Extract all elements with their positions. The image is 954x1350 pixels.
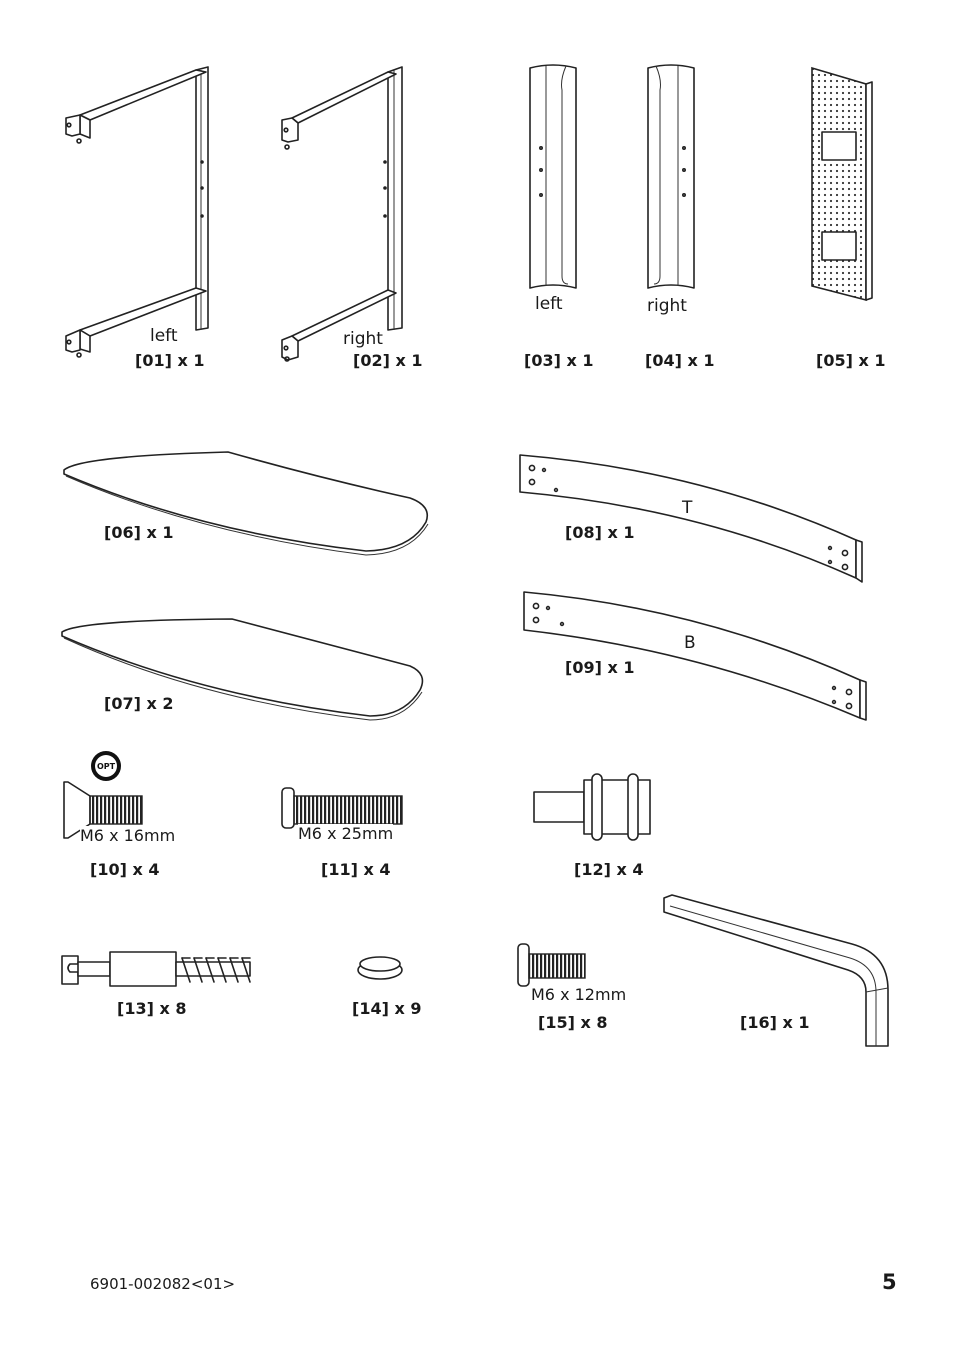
part-04-side-label: right <box>647 296 687 316</box>
part-10-spec: M6 x 16mm <box>80 826 176 845</box>
part-14-label: [14] x 9 <box>352 999 422 1018</box>
part-11-label: [11] x 4 <box>321 860 391 879</box>
part-03-left-cover <box>529 64 577 289</box>
part-02-side-label: right <box>343 329 383 349</box>
part-04-right-cover <box>647 64 695 289</box>
part-09-label: [09] x 1 <box>565 658 635 677</box>
part-12-label: [12] x 4 <box>574 860 644 879</box>
part-15-label: [15] x 8 <box>538 1013 608 1032</box>
part-08-mark: T <box>682 498 693 518</box>
part-08-curved-rail <box>519 454 863 583</box>
part-05-perforated-panel <box>811 66 873 302</box>
part-05-label: [05] x 1 <box>816 351 886 370</box>
optional-badge: OPT <box>91 751 121 781</box>
page-number: 5 <box>882 1270 897 1294</box>
part-09-mark: B <box>684 633 696 653</box>
part-16-label: [16] x 1 <box>740 1013 810 1032</box>
optional-badge-text: OPT <box>95 755 117 777</box>
part-14-cap <box>357 956 403 980</box>
part-10-label: [10] x 4 <box>90 860 160 879</box>
part-06-shelf <box>63 451 429 556</box>
part-06-label: [06] x 1 <box>104 523 174 542</box>
part-13-label: [13] x 8 <box>117 999 187 1018</box>
part-01-side-label: left <box>150 326 178 346</box>
part-07-shelf <box>61 618 424 721</box>
part-02-right-frame <box>281 66 403 362</box>
part-04-label: [04] x 1 <box>645 351 715 370</box>
document-code: 6901-002082<01> <box>90 1275 236 1293</box>
part-12-connector <box>533 773 651 841</box>
part-15-spec: M6 x 12mm <box>531 985 627 1004</box>
part-03-label: [03] x 1 <box>524 351 594 370</box>
part-01-label: [01] x 1 <box>135 351 205 370</box>
part-03-side-label: left <box>535 294 563 314</box>
part-11-spec: M6 x 25mm <box>298 824 394 843</box>
part-08-label: [08] x 1 <box>565 523 635 542</box>
part-16-hex-key <box>663 894 889 1047</box>
part-10-countersunk-screw <box>63 781 143 839</box>
part-13-cam-bolt <box>61 951 251 987</box>
part-01-left-frame <box>65 66 209 358</box>
part-11-screw <box>281 787 403 829</box>
part-02-label: [02] x 1 <box>353 351 423 370</box>
part-07-label: [07] x 2 <box>104 694 174 713</box>
part-15-screw <box>517 943 586 987</box>
part-09-curved-rail <box>523 591 867 721</box>
